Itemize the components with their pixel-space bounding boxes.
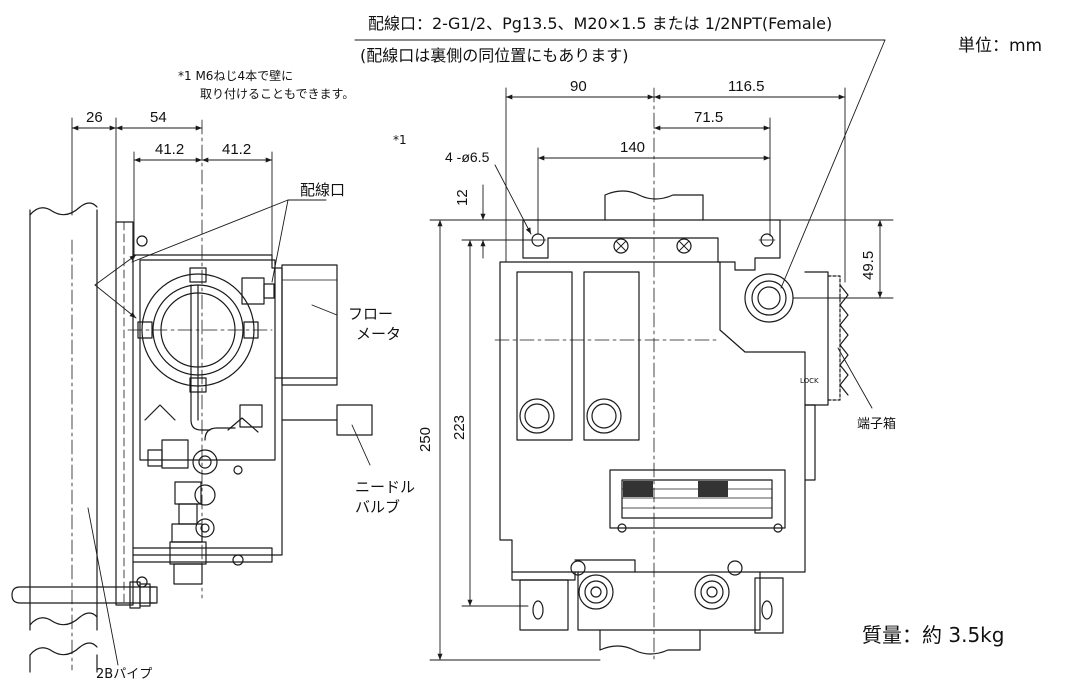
dim-90: 90: [570, 78, 587, 95]
mount-note-line1: *1 M6ねじ4本で壁に: [178, 69, 294, 83]
needle-valve-stem: [169, 481, 216, 585]
front-bottom-ports: [511, 559, 784, 655]
dim-54: 54: [150, 109, 167, 126]
label-flowmeter-line2: メータ: [356, 325, 402, 343]
pipe-2b: [29, 202, 98, 673]
front-dimensions: [354, 39, 894, 661]
mass-label: 質量：約 3.5kg: [862, 623, 1005, 647]
mounting-bracket: [115, 221, 283, 606]
mount-note-ref: *1: [393, 133, 407, 147]
label-needle-valve-line1: ニードル: [355, 478, 416, 496]
mount-note-line2: 取り付けることもできます。: [200, 87, 355, 101]
label-lock: LOCK: [800, 377, 819, 385]
dim-49-5: 49.5: [860, 250, 877, 280]
dim-223: 223: [451, 414, 468, 440]
side-view: [11, 119, 373, 673]
dim-12: 12: [454, 189, 471, 206]
side-leaders: [87, 199, 371, 666]
dim-71-5: 71.5: [694, 109, 724, 126]
label-terminal-box: 端子箱: [857, 417, 897, 432]
dim-250: 250: [417, 426, 434, 452]
wiring-port-spec: 配線口：2-G1/2、Pg13.5、M20×1.5 または 1/2NPT(Fem…: [368, 14, 833, 33]
side-dimensions: [71, 117, 273, 263]
front-main-body: [499, 261, 806, 573]
dim-140: 140: [620, 139, 646, 156]
dim-26: 26: [86, 109, 103, 126]
wiring-port-note: (配線口は裏側の同位置にもあります): [360, 46, 629, 65]
flowmeter-housing: [274, 264, 373, 436]
dim-hole: 4 -ø6.5: [445, 149, 490, 165]
front-view: [494, 87, 849, 661]
dim-41-2-right: 41.2: [222, 141, 252, 158]
front-top-bracket: [522, 190, 781, 271]
u-bolt: [11, 581, 158, 609]
label-flowmeter-line1: フロー: [348, 305, 394, 323]
dim-116-5: 116.5: [728, 78, 765, 95]
label-wiring-port: 配線口: [300, 181, 346, 199]
label-pipe: 2Bパイプ: [96, 667, 153, 682]
terminal-box: [804, 271, 849, 481]
label-needle-valve-line2: バルブ: [355, 498, 401, 516]
unit-label: 単位：mm: [958, 36, 1043, 56]
dim-41-2-left: 41.2: [155, 141, 185, 158]
